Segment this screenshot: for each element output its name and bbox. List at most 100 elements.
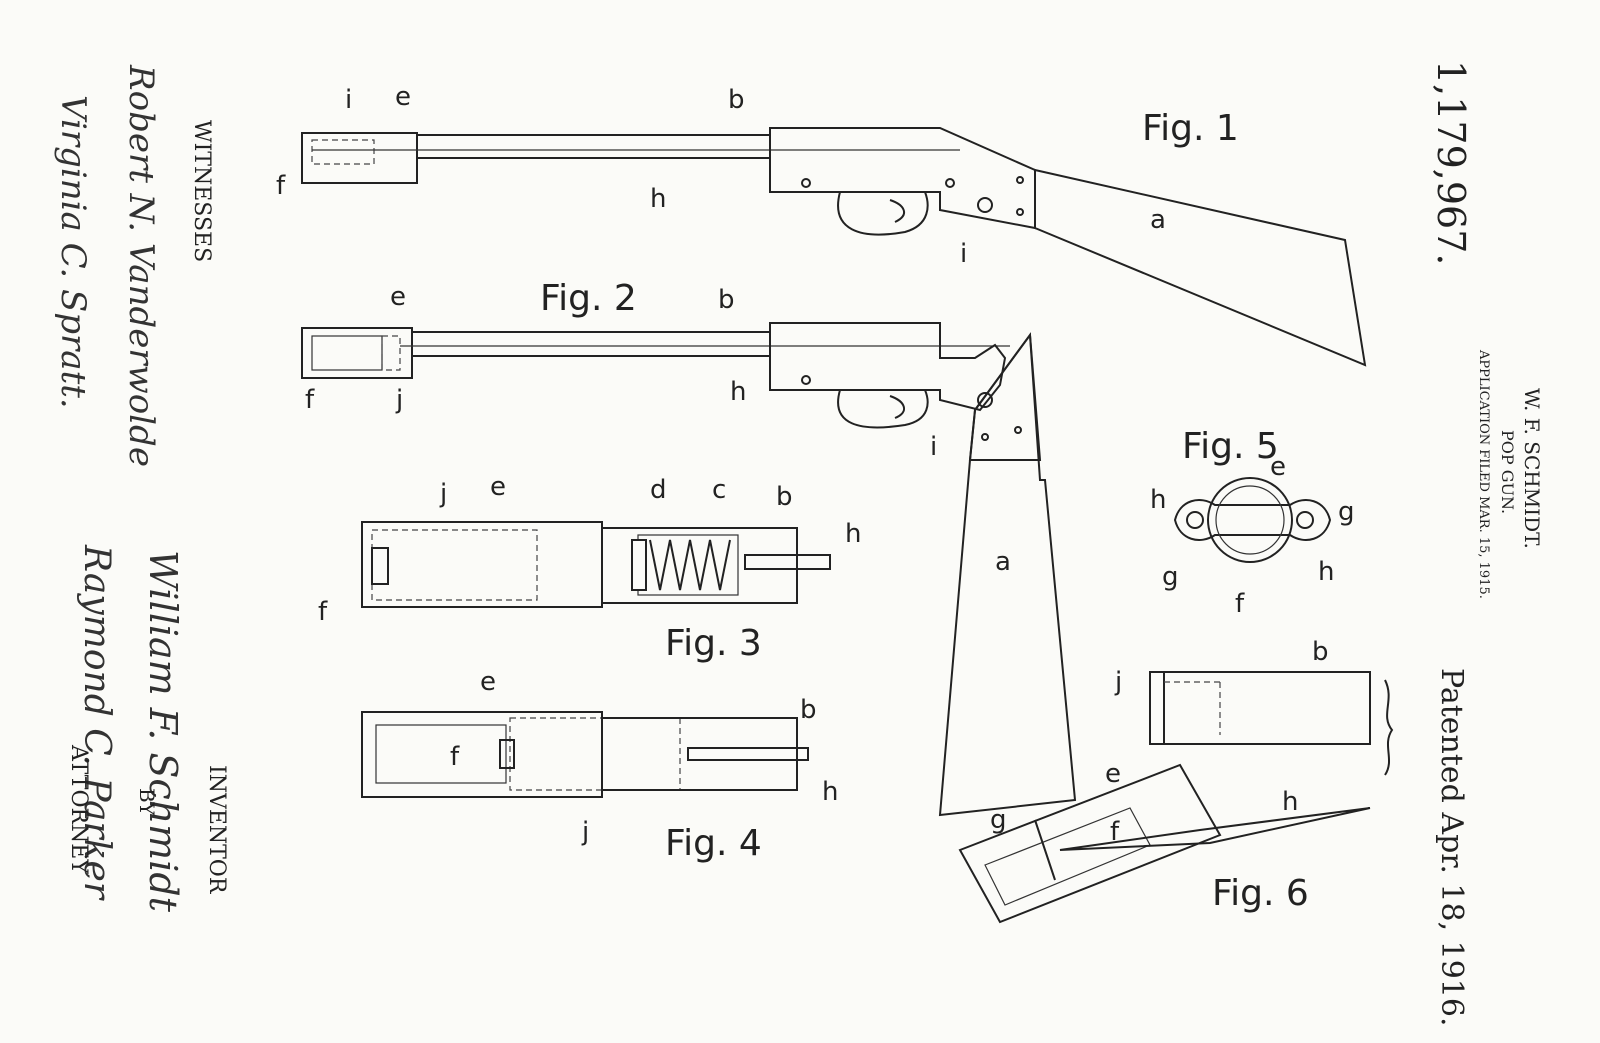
- fig4-rod-h: [688, 748, 808, 760]
- inventor-heading: INVENTOR: [204, 765, 229, 895]
- fig3-plunger-j: [372, 530, 537, 600]
- figure-4: e b f h j Fig. 4: [362, 667, 838, 864]
- fig2-label-j: j: [395, 385, 403, 415]
- fig2-screw-3: [1015, 427, 1021, 433]
- fig2-screw-1: [802, 376, 810, 384]
- patent-number-block: 1,179,967.: [1429, 60, 1473, 265]
- fig3-cork-f: [372, 548, 388, 584]
- fig4-barrel-b: [602, 718, 797, 790]
- figure-6: j b e h g f Fig. 6: [960, 637, 1392, 922]
- fig2-label-h: h: [730, 377, 746, 407]
- fig5-hole-left: [1187, 512, 1203, 528]
- fig1-screw-4: [1017, 209, 1023, 215]
- fig6-pin-g: [1035, 820, 1055, 880]
- fig3-label-h: h: [845, 519, 861, 549]
- fig2-trigger-guard: [838, 390, 928, 427]
- fig4-label-h: h: [822, 777, 838, 807]
- fig1-muzzle-cap: [302, 133, 417, 183]
- invention-title: POP GUN.: [1498, 430, 1517, 514]
- patented-date-block: Patented Apr. 18, 1916.: [1434, 668, 1469, 1027]
- fig3-label-j: j: [439, 479, 447, 509]
- fig3-label-b: b: [776, 482, 793, 512]
- fig3-rod-h: [745, 555, 830, 569]
- fig5-label-h-left: h: [1150, 485, 1166, 515]
- fig1-pivot-i: [978, 198, 992, 212]
- fig2-label-i: i: [930, 432, 937, 462]
- fig5-label-g-left: g: [1162, 562, 1179, 592]
- patent-number: 1,179,967.: [1429, 60, 1473, 265]
- patent-header-block: W. F. SCHMIDT. POP GUN. APPLICATION FILE…: [1476, 349, 1544, 599]
- witnesses-block: WITNESSES Robert N. Vanderwolde Virginia…: [53, 64, 214, 467]
- witness-signature-2: Virginia C. Spratt.: [53, 95, 93, 409]
- fig6-caption: Fig. 6: [1212, 873, 1309, 914]
- fig2-label-a: a: [995, 547, 1011, 577]
- fig6-inner-window: [985, 808, 1150, 905]
- fig3-spring-c: [650, 540, 730, 590]
- fig1-screw-3: [1017, 177, 1023, 183]
- fig6-label-j: j: [1114, 667, 1122, 697]
- fig2-trigger: [890, 396, 904, 418]
- fig1-label-h: h: [650, 184, 666, 214]
- fig3-disk-d: [632, 540, 646, 590]
- fig4-label-f: f: [450, 742, 460, 772]
- fig3-label-f: f: [318, 597, 328, 627]
- fig1-trigger: [890, 200, 904, 222]
- fig5-label-f: f: [1235, 589, 1245, 619]
- figure-3: j e d c b h f Fig. 3: [318, 472, 861, 664]
- attorney-heading: ATTORNEY: [66, 744, 91, 874]
- fig6-cap-j: [1150, 672, 1164, 744]
- fig4-plunger-j: [510, 718, 680, 790]
- application-filed: APPLICATION FILED MAR. 15, 1915.: [1476, 349, 1491, 599]
- fig6-label-g: g: [990, 805, 1007, 835]
- inventor-block: INVENTOR William F. Schmidt BY Raymond C…: [66, 544, 229, 913]
- fig5-label-g-right: g: [1338, 497, 1355, 527]
- fig1-screw-2: [946, 179, 954, 187]
- fig2-label-f: f: [305, 385, 315, 415]
- fig1-label-b: b: [728, 85, 745, 115]
- fig2-plunger-j: [382, 336, 400, 370]
- fig1-caption: Fig. 1: [1142, 108, 1239, 149]
- fig1-trigger-guard: [838, 192, 928, 235]
- fig1-label-i: i: [960, 239, 967, 269]
- fig1-label-f: f: [276, 171, 286, 201]
- fig1-cap-insert: [312, 140, 374, 164]
- fig5-outer-ring-e: [1208, 478, 1292, 562]
- inventor-signature: William F. Schmidt: [141, 550, 185, 913]
- fig5-inner-disk-f: [1216, 486, 1284, 554]
- figure-5: e h g g f h Fig. 5: [1150, 426, 1355, 619]
- fig1-label-a: a: [1150, 205, 1166, 235]
- witness-signature-1: Robert N. Vanderwolde: [121, 64, 161, 467]
- fig6-label-h: h: [1282, 787, 1298, 817]
- fig3-spring-chamber: [638, 535, 738, 595]
- fig6-rod-h: [1060, 808, 1370, 850]
- fig4-cork-f: [500, 740, 514, 768]
- fig6-break-line: [1385, 680, 1392, 775]
- fig4-label-e: e: [480, 667, 496, 697]
- inventor-header: W. F. SCHMIDT.: [1520, 388, 1544, 549]
- fig3-caption: Fig. 3: [665, 623, 762, 664]
- witnesses-heading: WITNESSES: [189, 120, 214, 262]
- fig2-label-b: b: [718, 285, 735, 315]
- fig6-label-b: b: [1312, 637, 1329, 667]
- fig4-caption: Fig. 4: [665, 823, 762, 864]
- fig4-label-b: b: [800, 695, 817, 725]
- fig6-label-e: e: [1105, 759, 1121, 789]
- by-label: BY: [135, 788, 159, 816]
- fig5-caption: Fig. 5: [1182, 426, 1279, 467]
- fig3-cap-e: [362, 522, 602, 607]
- fig1-label-i-top: i: [345, 85, 352, 115]
- fig3-label-c: c: [712, 475, 726, 505]
- fig5-label-h-right: h: [1318, 557, 1334, 587]
- fig5-plate: [1175, 500, 1330, 540]
- fig2-caption: Fig. 2: [540, 278, 637, 319]
- fig2-cap-interior: [312, 336, 382, 370]
- fig6-barrel-end-b: [1150, 672, 1370, 744]
- patented-date: Patented Apr. 18, 1916.: [1434, 668, 1469, 1027]
- fig4-label-j: j: [581, 817, 589, 847]
- fig2-screw-2: [982, 434, 988, 440]
- fig6-label-f: f: [1110, 817, 1120, 847]
- fig2-receiver: [770, 323, 1005, 410]
- fig1-label-e: e: [395, 82, 411, 112]
